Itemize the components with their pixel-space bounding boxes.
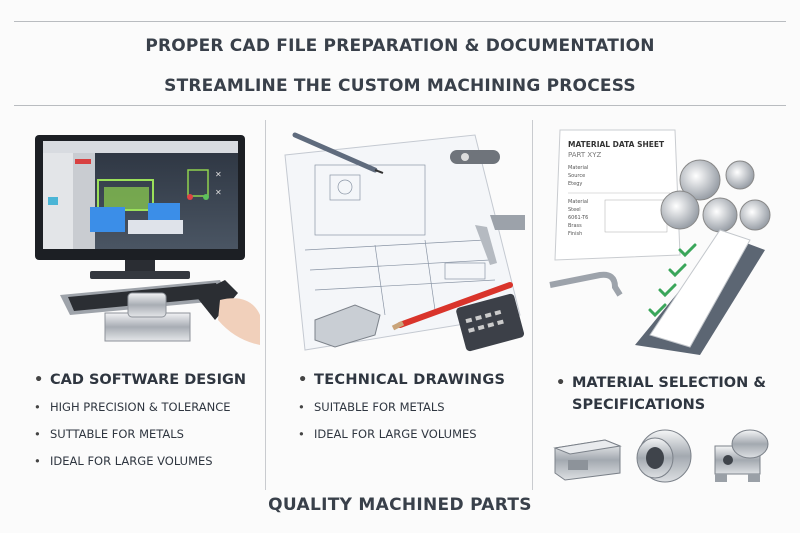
feature-heading: TECHNICAL DRAWINGS (298, 372, 505, 388)
page-title: PROPER CAD FILE PREPARATION & DOCUMENTAT… (145, 36, 655, 56)
feature-heading: CAD SOFTWARE DESIGN (34, 372, 246, 388)
machined-parts-icon (550, 418, 790, 488)
feature-item: IDEAL FOR LARGE VOLUMES (34, 454, 246, 468)
svg-text:✕: ✕ (215, 188, 222, 197)
feature-item: SUTTABLE FOR METALS (34, 427, 246, 441)
page-subtitle: STREAMLINE THE CUSTOM MACHINING PROCESS (164, 76, 636, 96)
feature-list-drawings: TECHNICAL DRAWINGS SUITABLE FOR METALS I… (298, 372, 505, 454)
svg-text:Steel: Steel (568, 207, 581, 213)
svg-text:Etegy: Etegy (568, 181, 582, 187)
footer-tagline: QUALITY MACHINED PARTS (268, 495, 532, 515)
svg-text:6061-T6: 6061-T6 (568, 215, 588, 221)
feature-item: SUITABLE FOR METALS (298, 400, 505, 414)
svg-text:Source: Source (568, 173, 585, 179)
feature-list-cad: CAD SOFTWARE DESIGN HIGH PRECISION & TOL… (34, 372, 246, 481)
svg-text:✕: ✕ (215, 170, 222, 179)
top-divider (14, 21, 786, 22)
svg-text:Material: Material (568, 199, 588, 205)
material-data-sheet-icon: MATERIAL DATA SHEET PART XYZ Material So… (540, 115, 798, 360)
svg-text:Brass: Brass (568, 223, 582, 229)
svg-text:PART XYZ: PART XYZ (568, 151, 601, 159)
svg-text:Material: Material (568, 165, 588, 171)
column-divider-2 (532, 120, 533, 490)
svg-text:Finish: Finish (568, 231, 582, 237)
header-divider (14, 105, 786, 106)
feature-item: HIGH PRECISION & TOLERANCE (34, 400, 246, 414)
technical-drawing-blueprint-icon (275, 115, 527, 360)
computer-cad-software-icon: ✕ ✕ (10, 115, 260, 360)
svg-text:MATERIAL DATA SHEET: MATERIAL DATA SHEET (568, 140, 665, 149)
column-divider-1 (265, 120, 266, 490)
feature-heading: MATERIAL SELECTION & SPECIFICATIONS (556, 372, 800, 416)
feature-item: IDEAL FOR LARGE VOLUMES (298, 427, 505, 441)
feature-list-materials: MATERIAL SELECTION & SPECIFICATIONS (556, 372, 800, 428)
